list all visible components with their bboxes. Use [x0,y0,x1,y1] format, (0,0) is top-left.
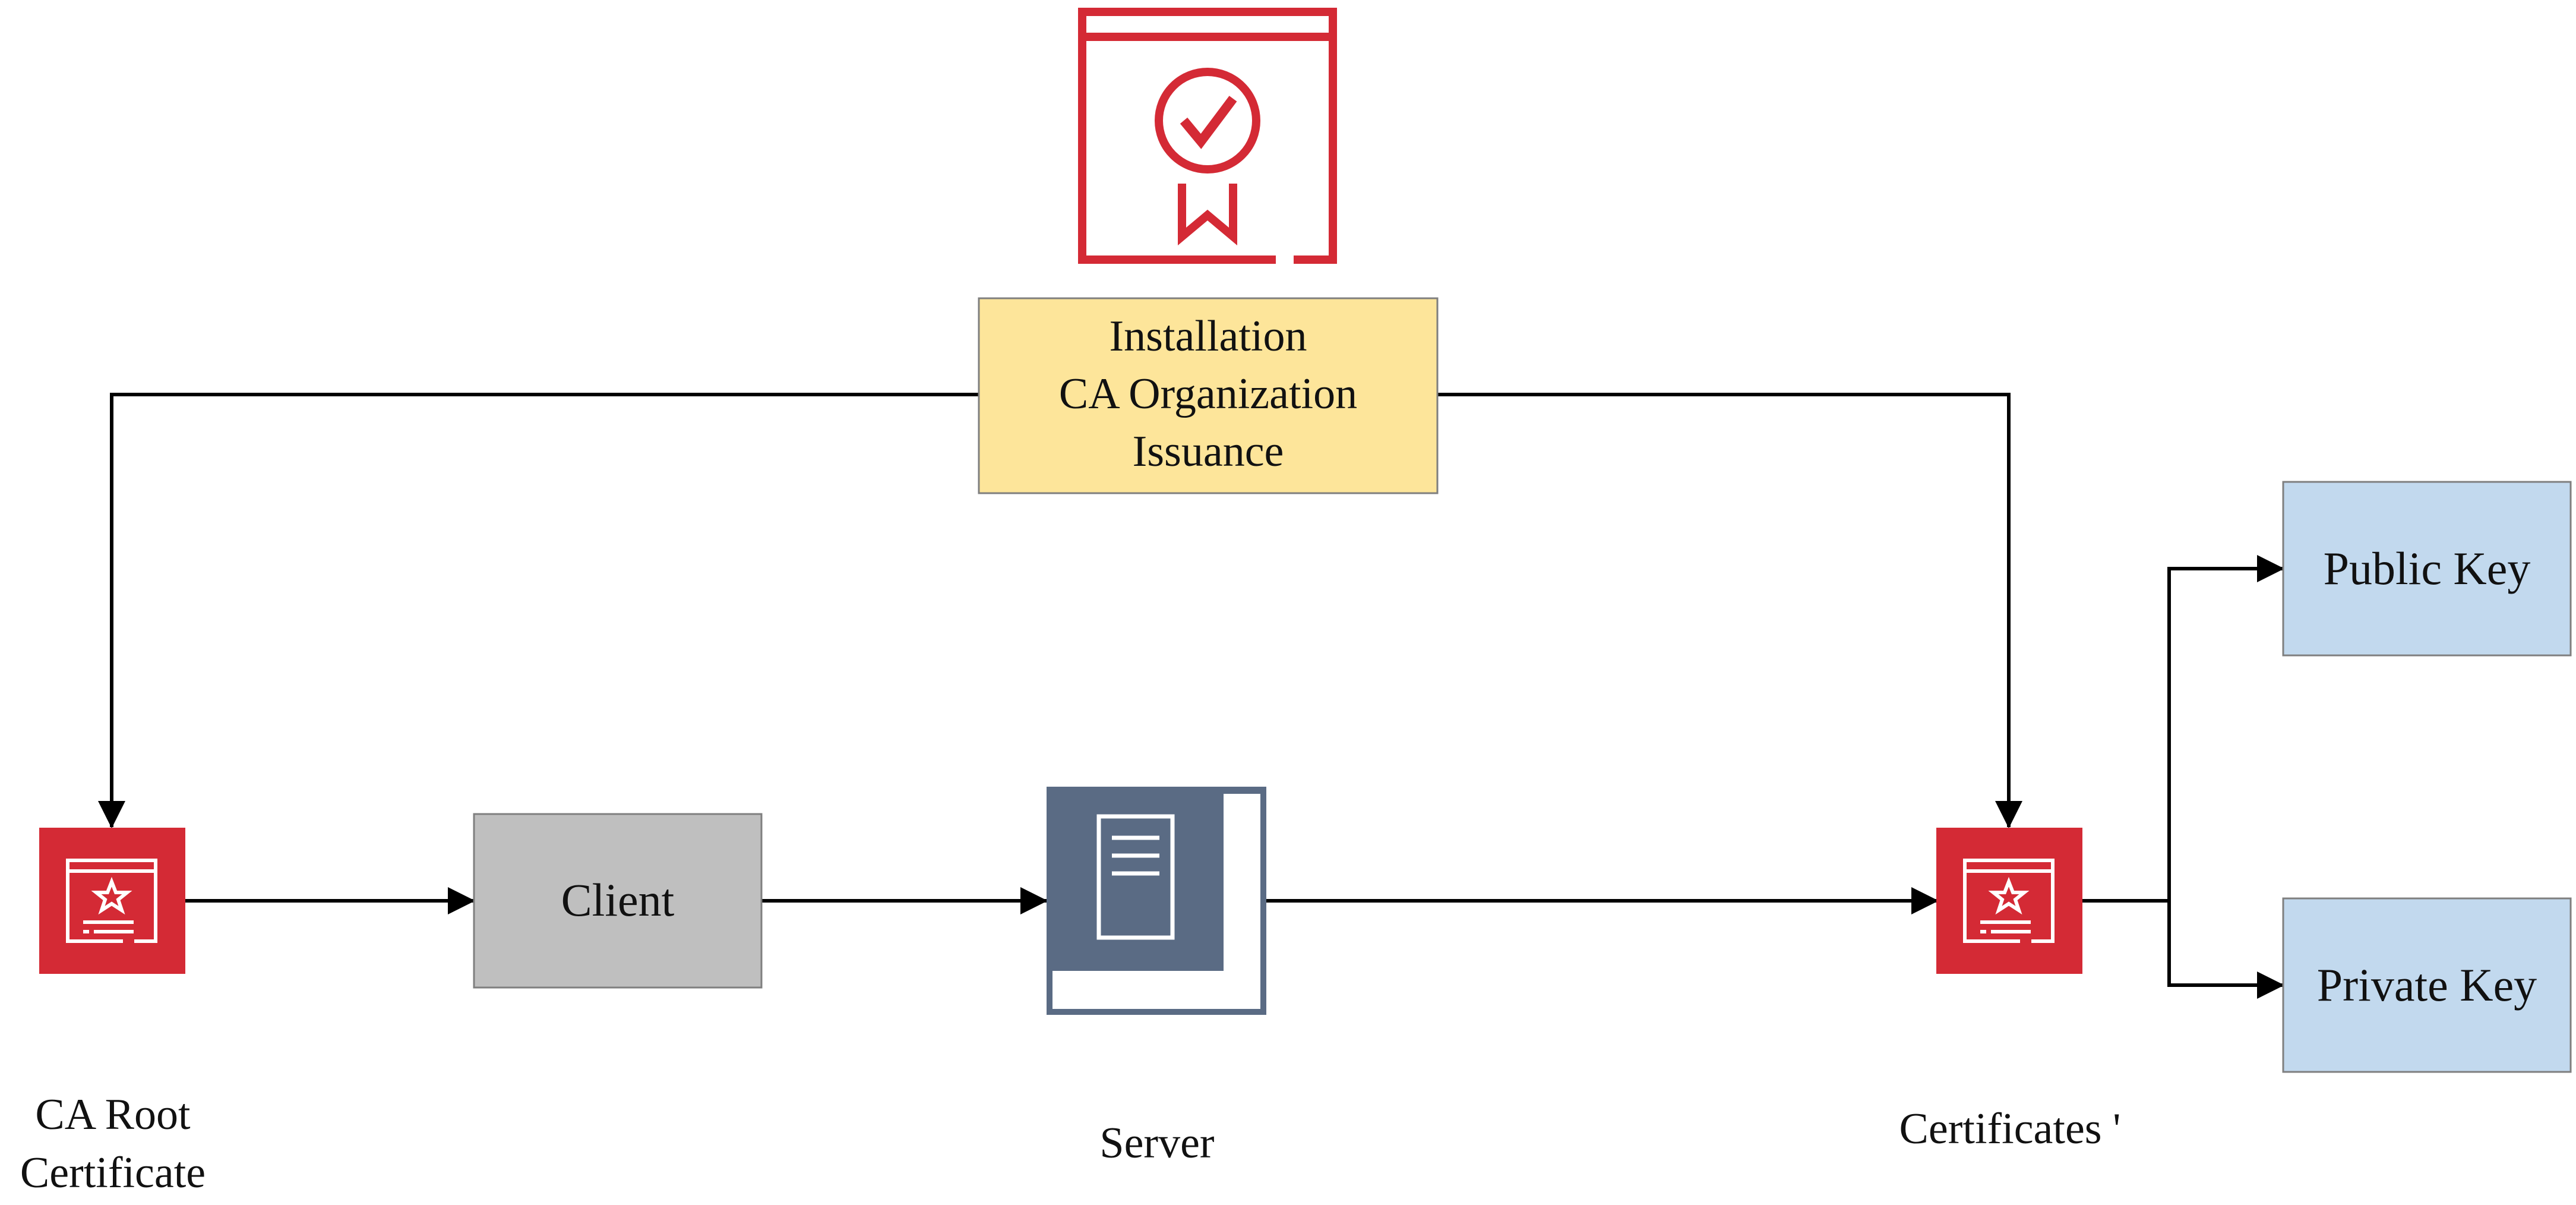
issuer-line-2: CA Organization [1059,370,1357,418]
public-key-label: Public Key [2324,542,2531,594]
server-icon [1047,787,1266,1015]
public-key-box [2282,481,2572,657]
certificates-node: Certificates ' [1899,828,2121,1153]
client-node: Client [473,813,763,989]
issuer-node: Installation CA Organization Issuance [978,297,1439,494]
private-key-node: Private Key [2282,897,2572,1073]
edge-certificates-to-private-key [2167,901,2284,999]
certificates-label: Certificates ' [1899,1105,2121,1153]
issuer-box [978,297,1439,494]
issuer-line-1: Installation [1110,312,1307,361]
ca-root-label-line-1: CA Root [35,1090,191,1139]
ca-root-label-line-2: Certificate [20,1149,206,1197]
edge-issuer-to-ca-root [98,393,979,828]
server-label: Server [1099,1119,1214,1168]
client-label: Client [561,874,675,926]
certificate-star-icon [39,828,185,974]
edge-issuer-to-certificates [1437,393,2022,828]
certificate-star-icon [1936,828,2082,974]
certificate-badge-icon [1078,8,1337,264]
edge-certificates-to-public-key [2082,555,2284,903]
private-key-label: Private Key [2317,959,2537,1011]
ca-root-node: CA Root Certificate [20,828,206,1197]
private-key-box [2282,897,2572,1073]
public-key-node: Public Key [2282,481,2572,657]
server-node: Server [1047,787,1266,1168]
client-box [473,813,763,989]
issuer-line-3: Issuance [1133,427,1284,476]
